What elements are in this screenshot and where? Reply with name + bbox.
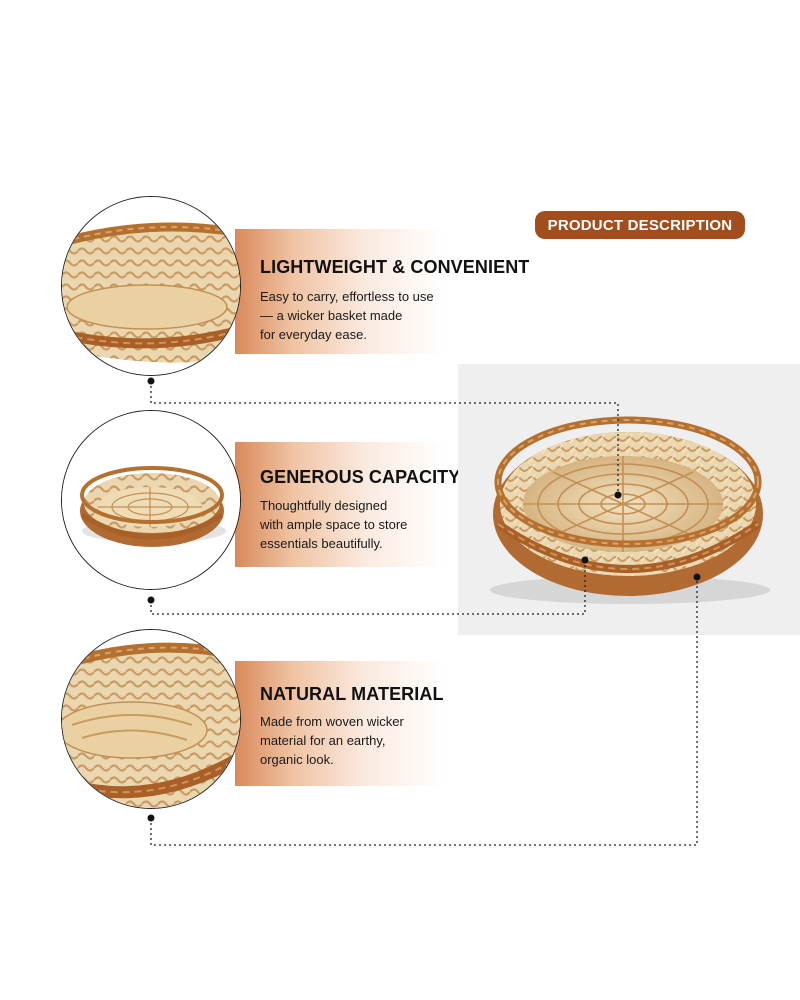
detail-circle-material	[61, 629, 241, 809]
feature-desc-lightweight: Easy to carry, effortless to use — a wic…	[260, 287, 460, 344]
feature-band-1	[235, 229, 445, 354]
basket-full-image	[62, 411, 240, 589]
product-photo-panel	[458, 364, 800, 635]
connector-dot	[147, 596, 155, 604]
feature-title-capacity: GENEROUS CAPACITY	[260, 467, 461, 487]
feature-title-material: NATURAL MATERIAL	[260, 684, 444, 704]
desc-line: Easy to carry, effortless to use	[260, 289, 434, 304]
product-description-badge: PRODUCT DESCRIPTION	[535, 211, 745, 239]
desc-line: essentials beautifully.	[260, 536, 383, 551]
desc-line: organic look.	[260, 752, 334, 767]
feature-title-lightweight: LIGHTWEIGHT & CONVENIENT	[260, 257, 530, 277]
connector-dot	[147, 377, 155, 385]
connector-dot	[147, 814, 155, 822]
feature-desc-material: Made from woven wicker material for an e…	[260, 712, 460, 769]
desc-line: Thoughtfully designed	[260, 498, 388, 513]
desc-line: Made from woven wicker	[260, 714, 404, 729]
desc-line: with ample space to store	[260, 517, 408, 532]
desc-line: — a wicker basket made	[260, 308, 403, 323]
basket-main-image	[490, 416, 770, 604]
detail-circle-lightweight	[61, 196, 241, 376]
basket-weave-image	[62, 630, 240, 808]
desc-line: for everyday ease.	[260, 327, 367, 342]
basket-closeup-image	[62, 197, 240, 375]
desc-line: material for an earthy,	[260, 733, 386, 748]
feature-desc-capacity: Thoughtfully designed with ample space t…	[260, 496, 460, 553]
detail-circle-capacity	[61, 410, 241, 590]
